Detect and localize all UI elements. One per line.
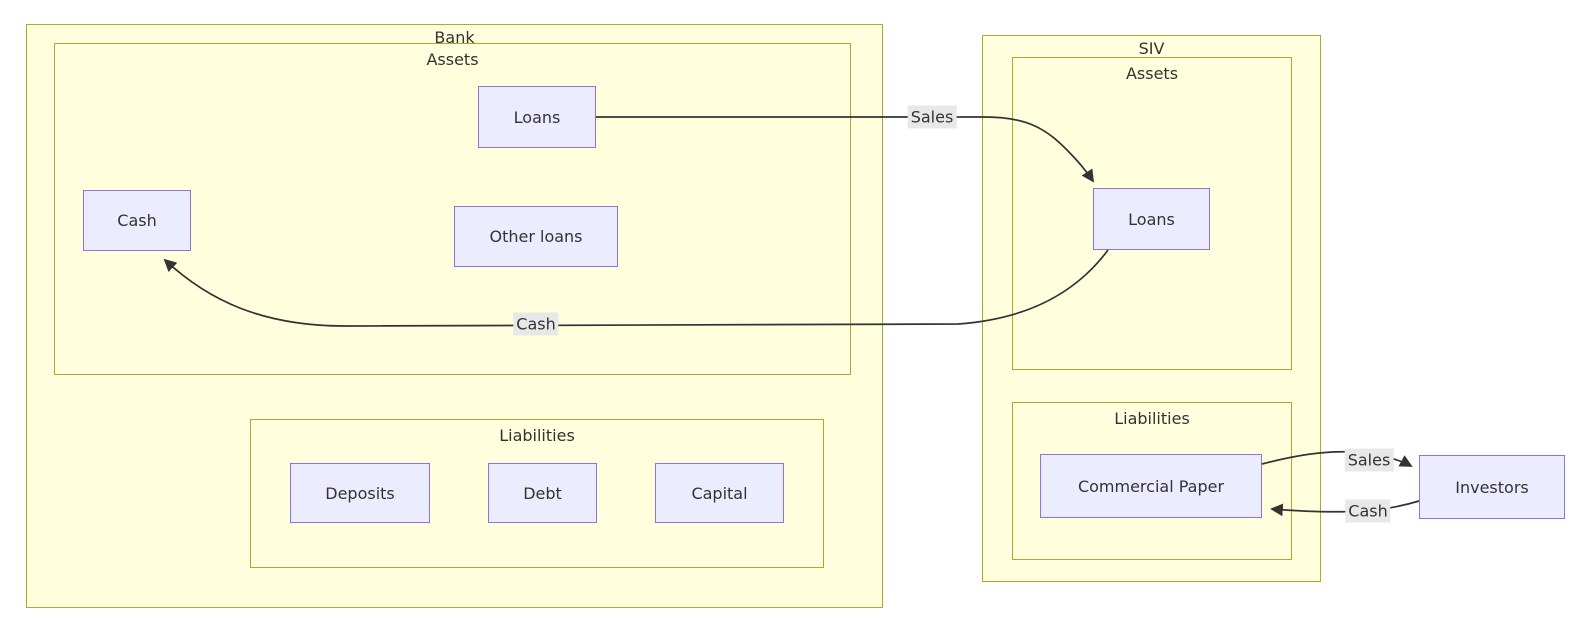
edge-label-cash-siv-to-bank: Cash	[513, 312, 559, 336]
node-commercial-paper-label: Commercial Paper	[1077, 476, 1225, 496]
cluster-bank-assets-label: Assets	[426, 50, 479, 69]
node-investors-label: Investors	[1455, 477, 1529, 497]
node-capital: Capital	[655, 463, 784, 523]
node-debt: Debt	[488, 463, 597, 523]
node-investors: Investors	[1419, 455, 1565, 519]
edge-label-cash-investors-to-cp: Cash	[1345, 499, 1391, 523]
edge-label-sales-cp-to-investors: Sales	[1344, 448, 1394, 472]
node-cash: Cash	[83, 190, 191, 251]
cluster-bank-label: Bank	[434, 28, 475, 47]
edge-label-sales-bank-to-siv: Sales	[907, 105, 957, 129]
node-commercial-paper: Commercial Paper	[1040, 454, 1262, 518]
cluster-siv-liabilities-label: Liabilities	[1114, 409, 1190, 428]
node-capital-label: Capital	[691, 483, 748, 503]
node-deposits-label: Deposits	[325, 483, 395, 503]
node-debt-label: Debt	[523, 483, 562, 503]
node-siv-loans: Loans	[1093, 188, 1210, 250]
node-siv-loans-label: Loans	[1128, 209, 1175, 229]
node-bank-loans-label: Loans	[513, 107, 561, 127]
node-deposits: Deposits	[290, 463, 430, 523]
node-bank-loans: Loans	[478, 86, 596, 148]
cluster-siv-label: SIV	[1138, 39, 1165, 58]
cluster-siv-assets-label: Assets	[1125, 64, 1179, 83]
cluster-bank-liabilities-label: Liabilities	[499, 426, 575, 445]
node-cash-label: Cash	[117, 211, 157, 230]
node-other-loans-label: Other loans	[489, 227, 583, 246]
node-other-loans: Other loans	[454, 206, 618, 267]
